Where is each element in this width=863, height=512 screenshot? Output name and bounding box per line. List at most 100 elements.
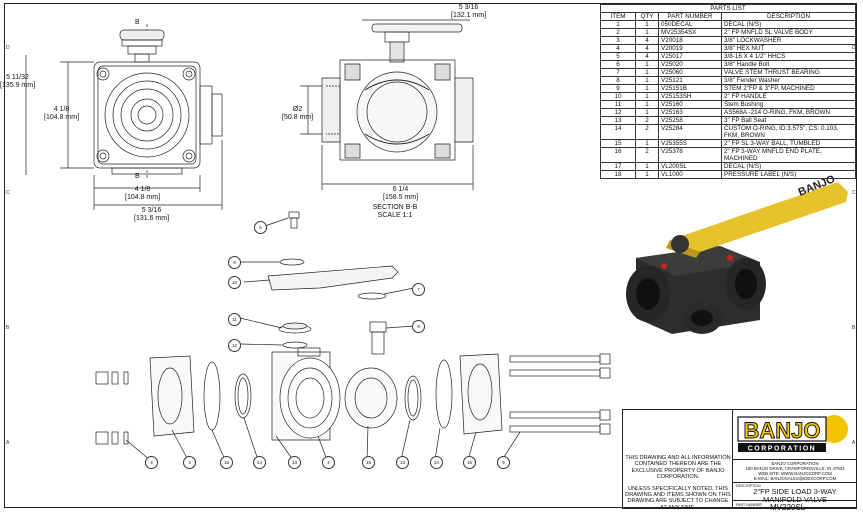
- qty-cell: 1: [635, 100, 659, 109]
- section-marker-top: B: [135, 19, 140, 26]
- balloon: 8: [228, 256, 241, 269]
- item-cell: 6: [600, 60, 636, 69]
- part-number-cell: V25153SH: [658, 92, 722, 101]
- part-number-cell: V25020: [658, 60, 722, 69]
- qty-cell: 1: [635, 139, 659, 148]
- dim-section-bore: Ø2[50.8 mm]: [282, 106, 314, 121]
- item-cell: 5: [600, 52, 636, 61]
- description-cell: 3/8" HEX NUT: [721, 44, 856, 53]
- balloon: 12: [228, 339, 241, 352]
- title-block-line: [732, 482, 857, 483]
- qty-cell: 1: [635, 162, 659, 171]
- zone-label: C: [852, 190, 856, 196]
- balloon: 5: [497, 456, 510, 469]
- balloon: 9: [412, 320, 425, 333]
- qty-cell: 1: [635, 92, 659, 101]
- qty-cell: 4: [635, 36, 659, 45]
- balloon: 2: [322, 456, 335, 469]
- section-view: [300, 19, 474, 190]
- logo-subtext: CORPORATION: [748, 446, 816, 453]
- description-cell: PRESSURE LABEL (N/S): [721, 170, 856, 179]
- item-cell: 11: [600, 100, 636, 109]
- front-view: [25, 24, 223, 210]
- part-number-cell: MV25354SX: [658, 28, 722, 37]
- balloon: 3: [183, 456, 196, 469]
- qty-cell: 1: [635, 170, 659, 179]
- logo-text: BANJO: [743, 418, 820, 443]
- description-cell: 2" FP HANDLE: [721, 92, 856, 101]
- part-number-cell: VL1000: [658, 170, 722, 179]
- zone-label: B: [6, 325, 10, 331]
- description-cell: 3/8-16 X 4 1/2" HHCS: [721, 52, 856, 61]
- part-number-cell: V20018: [658, 36, 722, 45]
- balloon: 6: [254, 221, 267, 234]
- title-block-line: [732, 459, 857, 460]
- balloon: 13: [288, 456, 301, 469]
- parts-list-title: PARTS LIST: [600, 4, 856, 13]
- dim-section-top: 5 3/16[132.1 mm]: [451, 4, 487, 19]
- description-cell: DECAL (N/S): [721, 20, 856, 29]
- description-cell: 2" FP 3-WAY MNFLD END PLATE, MACHINED: [721, 147, 856, 163]
- exploded-view: [95, 211, 611, 461]
- dim-front-height-outer: 5 11/32[135.9 mm]: [0, 74, 36, 89]
- qty-cell: 1: [635, 20, 659, 29]
- zone-label: A: [6, 440, 10, 446]
- description-cell: AS568A -214 O-RING, FKM, BROWN: [721, 108, 856, 117]
- qty-cell: 2: [635, 116, 659, 125]
- description-cell: 3/8" Fender Washer: [721, 76, 856, 85]
- item-cell: 1: [600, 20, 636, 29]
- part-number-cell: V25060: [658, 68, 722, 77]
- part-number-cell: V25017: [658, 52, 722, 61]
- qty-cell: 1: [635, 84, 659, 93]
- balloon: 16: [220, 456, 233, 469]
- zone-label: B: [852, 325, 856, 331]
- col-header: QTY: [635, 12, 659, 21]
- description: 2"FP SIDE LOAD 3-WAY MANIFOLD VALVE: [753, 487, 837, 504]
- notice-change: UNLESS SPECIFICALLY NOTED, THIS DRAWING …: [625, 485, 731, 511]
- item-cell: 7: [600, 68, 636, 77]
- description-cell: STEM 2"FP & 3"FP, MACHINED: [721, 84, 856, 93]
- dim-front-width-inner: 4 1/8[104.8 mm]: [125, 186, 161, 201]
- qty-cell: 2: [635, 124, 659, 140]
- balloon: 16: [463, 456, 476, 469]
- part-number-cell: V25258: [658, 116, 722, 125]
- item-cell: 10: [600, 92, 636, 101]
- item-cell: 4: [600, 44, 636, 53]
- description-cell: 3" FP Ball Seat: [721, 116, 856, 125]
- item-cell: 14: [600, 124, 636, 140]
- valve-render: BANJO: [626, 173, 848, 334]
- dim-front-width-outer: 5 3/16[131.6 mm]: [134, 207, 170, 222]
- section-marker-bottom: B: [135, 173, 140, 180]
- dim-section-bottom: 6 1/4[158.5 mm]: [383, 186, 419, 201]
- description-cell: VALVE STEM THRUST BEARING: [721, 68, 856, 77]
- part-number: MV220SL: [770, 503, 806, 512]
- qty-cell: 4: [635, 52, 659, 61]
- item-cell: 2: [600, 28, 636, 37]
- balloon: 4: [145, 456, 158, 469]
- item-cell: 3: [600, 36, 636, 45]
- balloon: 14: [253, 456, 266, 469]
- item-cell: 8: [600, 76, 636, 85]
- zone-label: D: [6, 45, 10, 51]
- description-cell: 3/8" LOCKWASHER: [721, 36, 856, 45]
- part-number-cell: V20019: [658, 44, 722, 53]
- qty-cell: 1: [635, 60, 659, 69]
- item-cell: 9: [600, 84, 636, 93]
- item-cell: 17: [600, 162, 636, 171]
- col-header: ITEM: [600, 12, 636, 21]
- zone-label: A: [852, 440, 856, 446]
- col-header: PART NUMBER: [658, 12, 722, 21]
- part-number-cell: VL200SL: [658, 162, 722, 171]
